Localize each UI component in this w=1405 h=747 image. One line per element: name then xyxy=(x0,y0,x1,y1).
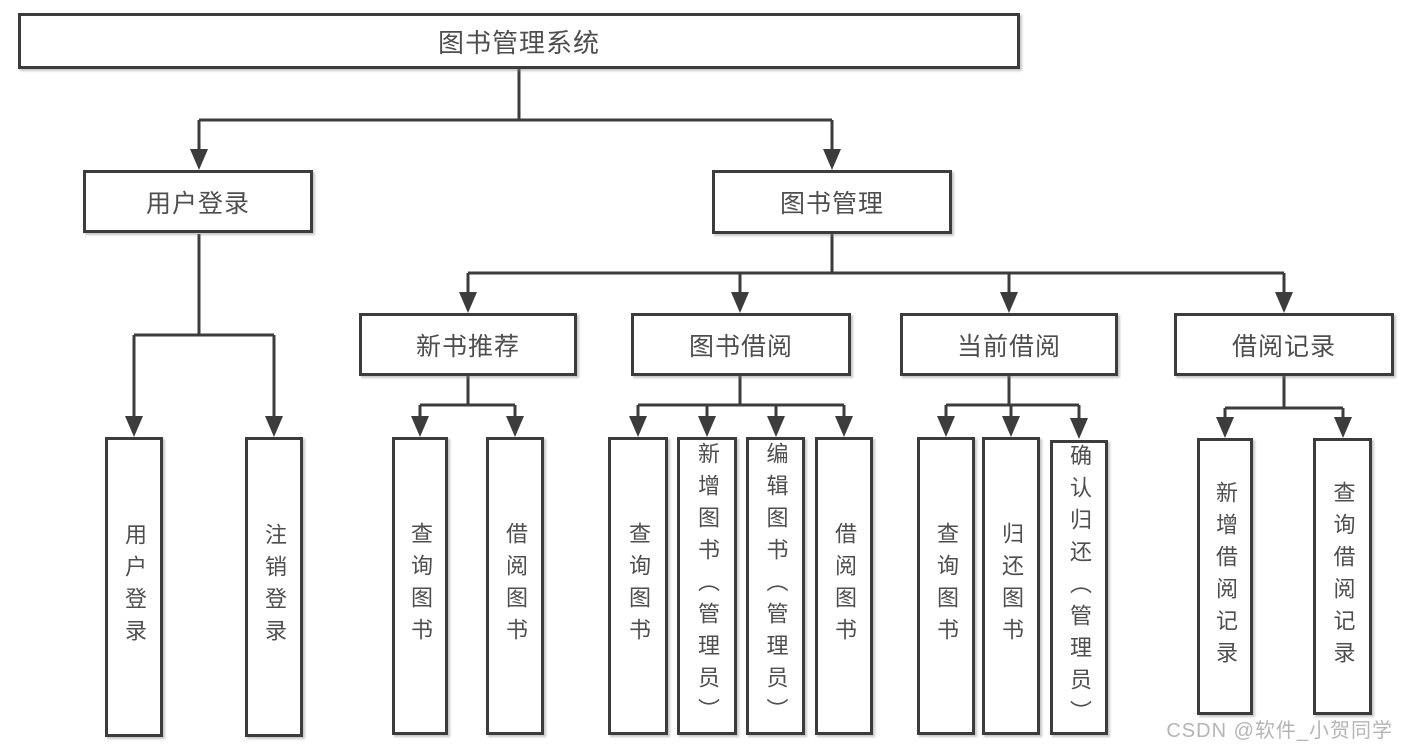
arrowhead-new-book-recommendation xyxy=(459,292,477,313)
node-label: 图书管理 xyxy=(779,190,884,218)
node-label: 借阅图书 xyxy=(503,522,528,650)
node-book-management: 图书管理 xyxy=(712,170,952,234)
node-label: 用户登录 xyxy=(145,189,250,218)
arrowhead-leaf-user-login xyxy=(125,416,143,437)
node-current-borrowing: 当前借阅 xyxy=(900,313,1118,376)
connector-user-login-to-children xyxy=(132,234,276,419)
leaf-logout-login: 注销登录 xyxy=(245,437,303,737)
csdn-watermark: CSDN @软件_小贺同学 xyxy=(1166,720,1393,742)
node-label: 借阅记录 xyxy=(1231,332,1336,361)
leaf-query-books-recommend: 查询图书 xyxy=(392,437,448,735)
node-label: 注销登录 xyxy=(262,523,287,651)
leaf-return-books: 归还图书 xyxy=(982,437,1040,735)
arrowhead-current-borrowing xyxy=(1000,292,1018,313)
arrowhead-leaf-query-books-recommend xyxy=(411,416,429,437)
node-label: 查询图书 xyxy=(408,522,433,650)
arrowhead-leaf-edit-books-admin xyxy=(767,416,785,437)
node-book-borrowing: 图书借阅 xyxy=(631,313,851,376)
node-label: 图书借阅 xyxy=(688,332,793,361)
arrowhead-borrowing-records xyxy=(1275,292,1293,313)
arrowhead-leaf-borrow-books-recommend xyxy=(506,416,524,437)
node-label: 查询借阅记录 xyxy=(1330,480,1356,673)
arrowhead-book-borrowing xyxy=(731,292,749,313)
leaf-add-books-admin: 新增图书（管理员） xyxy=(677,437,737,735)
leaf-edit-books-admin: 编辑图书（管理员） xyxy=(746,437,805,735)
node-label: 确认归还（管理员） xyxy=(1067,443,1092,732)
leaf-confirm-return-admin: 确认归还（管理员） xyxy=(1050,440,1108,735)
arrowhead-leaf-borrow-books-borrowing xyxy=(835,416,853,437)
leaf-query-borrow-record: 查询借阅记录 xyxy=(1313,438,1372,715)
connector-current-borrowing-to-children xyxy=(944,376,1081,421)
node-label: 查询图书 xyxy=(934,522,959,650)
leaf-borrow-books-borrowing: 借阅图书 xyxy=(815,437,873,735)
node-new-book-recommendation: 新书推荐 xyxy=(359,313,577,376)
node-user-login: 用户登录 xyxy=(83,170,313,233)
arrowhead-leaf-add-borrow-record xyxy=(1216,417,1234,438)
arrowhead-leaf-add-books-admin xyxy=(698,416,716,437)
node-label: 当前借阅 xyxy=(956,332,1061,361)
node-label: 新增图书（管理员） xyxy=(695,442,720,730)
node-label: 新增借阅记录 xyxy=(1213,480,1238,673)
leaf-add-borrow-record: 新增借阅记录 xyxy=(1197,438,1253,715)
arrowhead-user-login xyxy=(190,149,208,170)
connector-book-management-to-level3 xyxy=(466,234,1286,295)
arrowhead-leaf-query-books-borrowing xyxy=(629,416,647,437)
arrowhead-book-management xyxy=(823,149,841,170)
leaf-query-books-borrowing: 查询图书 xyxy=(608,437,668,735)
node-label: 借阅图书 xyxy=(832,522,857,650)
arrowhead-leaf-confirm-return-admin xyxy=(1070,418,1088,439)
leaf-borrow-books-recommend: 借阅图书 xyxy=(486,437,544,735)
connector-borrowing-records-to-children xyxy=(1223,376,1345,420)
node-label: 图书管理系统 xyxy=(437,27,600,58)
connector-new-book-recommendation-to-children xyxy=(418,376,517,419)
node-label: 归还图书 xyxy=(999,522,1024,650)
connector-root-to-level2 xyxy=(197,69,834,152)
node-label: 查询图书 xyxy=(626,522,651,650)
arrowhead-leaf-return-books xyxy=(1002,416,1020,437)
node-borrowing-records: 借阅记录 xyxy=(1174,313,1394,376)
node-label: 用户登录 xyxy=(122,523,147,651)
connector-book-borrowing-to-children xyxy=(636,376,846,419)
leaf-query-books-current: 查询图书 xyxy=(917,437,975,735)
arrowhead-leaf-query-books-current xyxy=(937,416,955,437)
node-label: 新书推荐 xyxy=(415,332,520,361)
leaf-user-login: 用户登录 xyxy=(105,437,163,737)
arrowhead-leaf-logout xyxy=(265,416,283,437)
node-label: 编辑图书（管理员） xyxy=(763,442,789,730)
node-library-management-system: 图书管理系统 xyxy=(18,13,1020,69)
arrowhead-leaf-query-borrow-record xyxy=(1334,417,1352,438)
